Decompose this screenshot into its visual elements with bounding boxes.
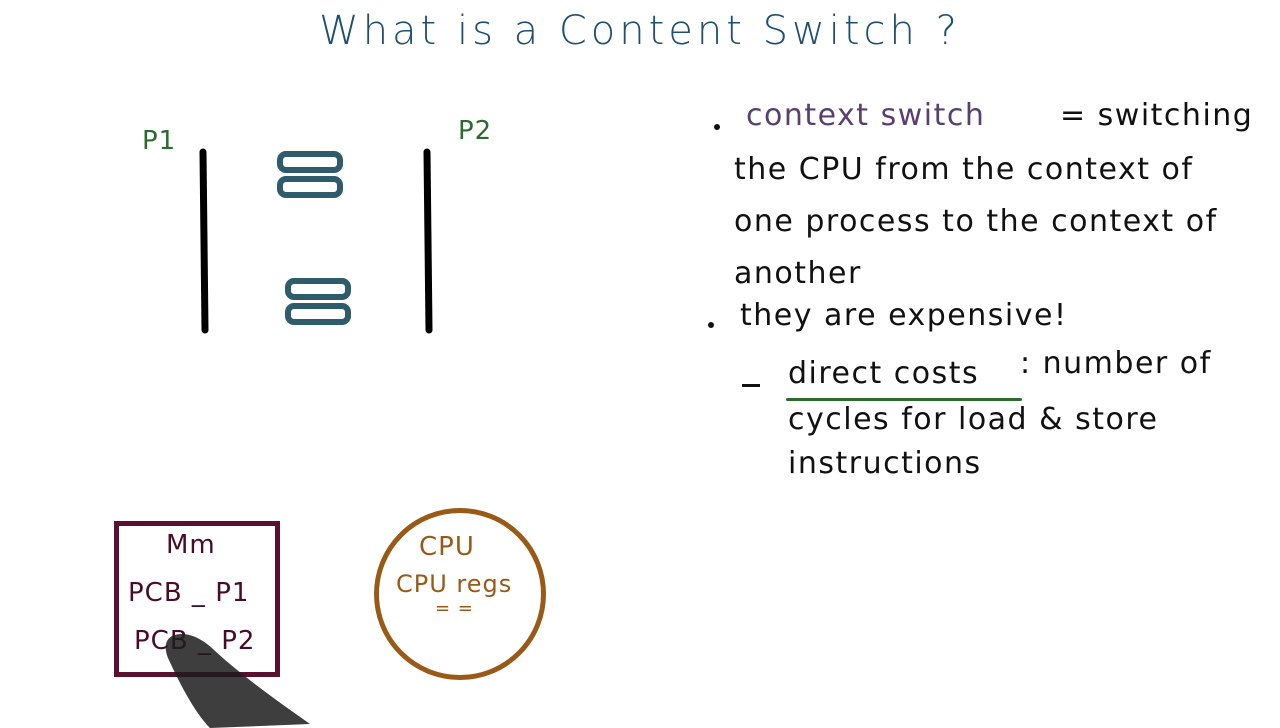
definition-line-1: = switching — [1060, 98, 1254, 133]
process-p2-timeline — [423, 148, 433, 334]
cpu-regs-equals: = = — [435, 598, 474, 619]
process-p2-label: P2 — [458, 116, 493, 146]
page-title: What is a Content Switch ? — [319, 8, 961, 54]
memory-label: Mm — [166, 530, 216, 560]
definition-line-3: one process to the context of — [734, 204, 1218, 239]
cpu-circle — [374, 508, 546, 680]
register-block-lower — [285, 278, 351, 325]
direct-costs-line-3: instructions — [788, 446, 982, 481]
cpu-label: CPU — [419, 532, 475, 562]
pen-pointer-icon — [165, 633, 310, 728]
register-block-upper — [277, 151, 343, 198]
process-p1-label: P1 — [142, 126, 177, 156]
direct-costs-line-2: cycles for load & store — [788, 402, 1159, 437]
dash-direct-costs — [742, 384, 760, 387]
context-switch-term: context switch — [746, 98, 986, 133]
definition-line-2: the CPU from the context of — [734, 152, 1194, 187]
bullet-expensive — [708, 322, 714, 328]
direct-costs-underline — [786, 398, 1022, 401]
expensive-note: they are expensive! — [740, 298, 1068, 333]
cpu-regs-label: CPU regs — [396, 570, 513, 598]
bullet-context-switch — [714, 124, 720, 130]
direct-costs-rest: : number of — [1020, 346, 1212, 381]
pcb-p1-entry: PCB _ P1 — [128, 578, 250, 608]
direct-costs-label: direct costs — [788, 356, 980, 391]
definition-line-4: another — [734, 256, 862, 291]
process-p1-timeline — [199, 148, 209, 334]
